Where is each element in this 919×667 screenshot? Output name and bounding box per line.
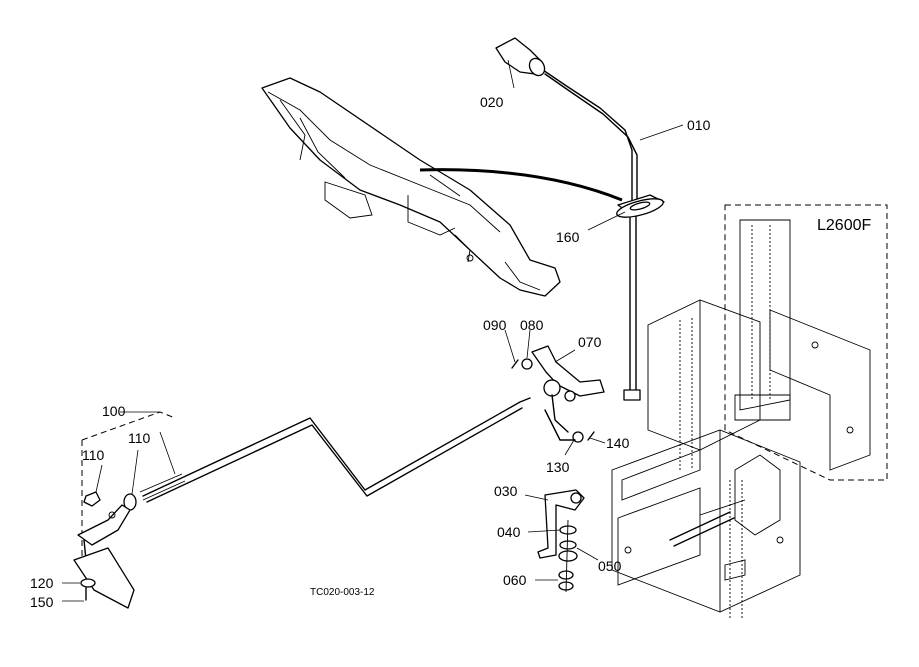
model-label: L2600F	[817, 217, 871, 234]
callout-060: 060	[503, 572, 527, 588]
callout-050: 050	[598, 558, 622, 574]
throttle-cable	[419, 168, 623, 202]
callout-150: 150	[30, 594, 54, 610]
leader-lines	[62, 59, 684, 602]
callout-110-right: 110	[128, 430, 151, 446]
callout-080: 080	[520, 317, 544, 333]
callout-030: 030	[494, 483, 518, 499]
callout-160: 160	[556, 229, 580, 245]
throttle-lever	[539, 67, 641, 401]
lever-guide-160	[616, 194, 665, 218]
l2600f-inset	[724, 204, 888, 481]
washer-050a	[559, 540, 577, 550]
governor-shaft	[565, 519, 569, 593]
callout-130: 130	[546, 459, 570, 475]
rod-end-assembly	[73, 411, 176, 609]
washer-080	[521, 358, 533, 370]
dashboard-panel	[261, 77, 561, 297]
lever-knob	[495, 37, 546, 77]
callout-120: 120	[30, 575, 54, 591]
governor-arm-030	[537, 489, 585, 559]
pin-090	[511, 359, 519, 369]
callout-020: 020	[480, 94, 504, 110]
pin-140	[587, 431, 595, 441]
rod-link-arm	[544, 409, 576, 441]
callout-labels: 020 010 160 090 080 070 100 110 110 140 …	[30, 94, 711, 610]
callout-140: 140	[606, 435, 630, 451]
washer-050b	[558, 550, 578, 562]
callout-010: 010	[687, 117, 711, 133]
throttle-arm-070	[531, 345, 605, 433]
callout-100: 100	[102, 403, 126, 419]
washer-130	[572, 431, 584, 443]
callout-110-left: 110	[82, 447, 105, 463]
figure-code: TC020-003-12	[310, 587, 375, 598]
throttle-rod	[139, 397, 531, 503]
callout-040: 040	[497, 524, 521, 540]
engine-block	[611, 299, 801, 620]
callout-070: 070	[578, 334, 602, 350]
callout-090: 090	[483, 317, 507, 333]
